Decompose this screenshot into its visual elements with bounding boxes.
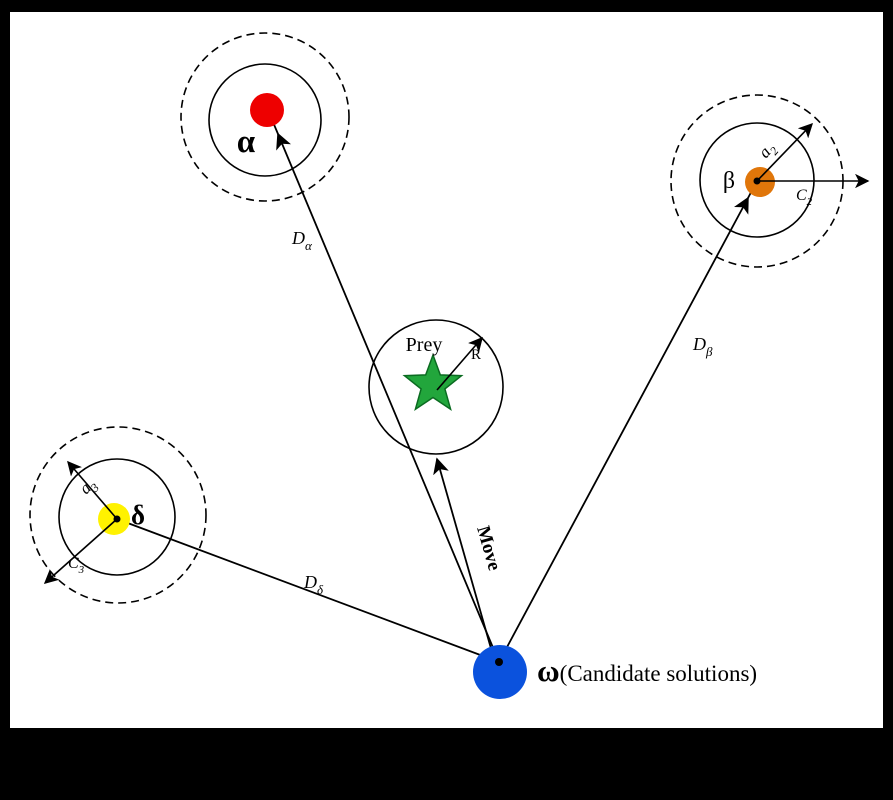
c3-label: C3: [68, 555, 85, 576]
omega-label: ω(Candidate solutions): [537, 653, 757, 688]
delta-inner-circle: [58, 458, 176, 576]
alpha-inner-circle: [208, 63, 322, 177]
omega-group: ω(Candidate solutions): [473, 645, 757, 699]
c2-label: C2: [796, 187, 813, 208]
distance-line-delta: [116, 518, 500, 663]
a3-vector-arrow: [67, 460, 118, 520]
a2-vector-arrow: [756, 122, 813, 182]
distance-label-beta: Dβ: [692, 334, 713, 359]
c3-vector-arrow: [43, 518, 118, 584]
alpha-group: α: [180, 32, 350, 202]
figure-paper: α β a2 C2 δ: [10, 12, 883, 728]
gwo-position-update-diagram: α β a2 C2 δ: [29, 32, 870, 699]
alpha-dot: [250, 93, 284, 127]
delta-group: δ a3 C3: [29, 426, 207, 604]
beta-label: β: [723, 168, 735, 194]
distance-line-beta: [498, 180, 758, 663]
omega-convergence-point: [495, 658, 503, 666]
delta-outer-dashed-circle: [29, 426, 207, 604]
alpha-outer-dashed-circle: [180, 32, 350, 202]
prey-star: [402, 352, 464, 412]
radius-arrow: [436, 336, 483, 391]
omega-dot: [473, 645, 527, 699]
distance-label-delta: Dδ: [303, 572, 324, 597]
beta-inner-circle: [699, 122, 815, 238]
prey-circle: [368, 319, 504, 455]
delta-label: δ: [131, 500, 145, 530]
radius-label: R: [471, 347, 481, 363]
move-arrow: [433, 457, 493, 653]
distance-label-alpha: Dα: [291, 228, 313, 253]
beta-group: β a2 C2: [670, 94, 870, 268]
prey-group: Prey R: [368, 319, 504, 455]
move-label: Move: [472, 524, 505, 573]
alpha-label: α: [237, 124, 256, 160]
prey-label: Prey: [406, 334, 443, 356]
